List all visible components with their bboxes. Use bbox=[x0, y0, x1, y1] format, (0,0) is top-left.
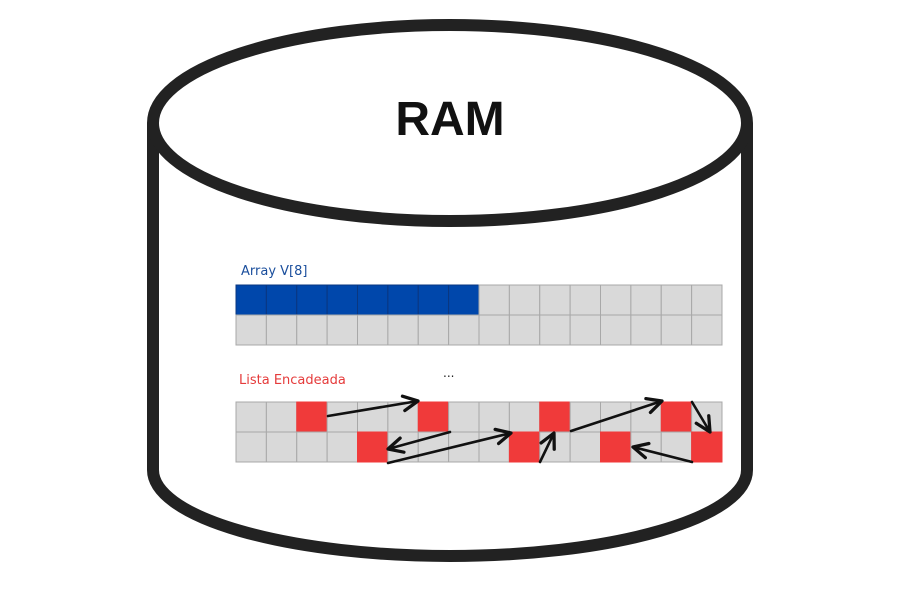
list-pointer-arrow bbox=[386, 427, 513, 465]
array-element-cell bbox=[357, 284, 389, 316]
memory-cell bbox=[569, 431, 601, 463]
memory-cell bbox=[660, 314, 693, 346]
memory-cell bbox=[448, 314, 480, 346]
memory-cell bbox=[569, 314, 601, 346]
memory-cell bbox=[387, 314, 419, 346]
array-element-cell bbox=[265, 284, 298, 316]
memory-cell bbox=[539, 314, 571, 346]
list-pointer-arrow bbox=[538, 431, 556, 464]
memory-cell bbox=[235, 314, 267, 346]
list-node-cell bbox=[660, 401, 693, 433]
array-element-cell bbox=[387, 284, 419, 316]
list-pointer-arrow bbox=[326, 394, 420, 418]
memory-cell bbox=[508, 314, 541, 346]
memory-cell bbox=[478, 401, 510, 433]
memory-cell bbox=[265, 401, 298, 433]
array-element-cell bbox=[417, 284, 450, 316]
memory-cell bbox=[235, 431, 267, 463]
memory-cell bbox=[691, 284, 723, 316]
memory-cell bbox=[508, 284, 541, 316]
list-node-cell bbox=[296, 401, 328, 433]
memory-cell bbox=[417, 314, 450, 346]
array-grid bbox=[235, 284, 723, 346]
memory-cell bbox=[326, 431, 358, 463]
memory-cell bbox=[600, 314, 632, 346]
memory-cell bbox=[600, 284, 632, 316]
memory-cell bbox=[478, 314, 510, 346]
array-element-cell bbox=[326, 284, 358, 316]
list-node-cell bbox=[357, 431, 389, 463]
memory-cell bbox=[539, 431, 571, 463]
memory-cell bbox=[630, 284, 662, 316]
list-node-cell bbox=[508, 431, 541, 463]
memory-cell bbox=[691, 314, 723, 346]
memory-cell bbox=[357, 314, 389, 346]
memory-cell bbox=[660, 431, 693, 463]
memory-cell bbox=[326, 314, 358, 346]
memory-cell bbox=[630, 314, 662, 346]
list-node-cell bbox=[600, 431, 632, 463]
list-node-cell bbox=[539, 401, 571, 433]
list-pointer-arrow bbox=[569, 397, 664, 433]
linked-list-grid bbox=[235, 401, 723, 463]
list-node-cell bbox=[691, 431, 723, 463]
array-element-cell bbox=[235, 284, 267, 316]
memory-cell bbox=[448, 401, 480, 433]
array-element-cell bbox=[296, 284, 328, 316]
memory-cell bbox=[539, 284, 571, 316]
ram-title: RAM bbox=[395, 93, 505, 146]
list-pointer-arrow bbox=[690, 400, 712, 434]
memory-cell bbox=[235, 401, 267, 433]
array-label: Array V[8] bbox=[241, 264, 308, 279]
cylinder-top bbox=[147, 19, 753, 227]
linked-list-arrows bbox=[326, 394, 712, 465]
list-pointer-arrow bbox=[631, 441, 694, 464]
memory-cell bbox=[660, 284, 693, 316]
memory-cell bbox=[569, 284, 601, 316]
memory-cell bbox=[296, 431, 328, 463]
list-pointer-arrow bbox=[386, 430, 452, 454]
array-element-cell bbox=[448, 284, 480, 316]
memory-cell bbox=[508, 401, 541, 433]
memory-cell bbox=[265, 431, 298, 463]
memory-cell bbox=[478, 284, 510, 316]
memory-cell bbox=[326, 401, 358, 433]
memory-cell bbox=[296, 314, 328, 346]
linked-list-label: Lista Encadeada bbox=[239, 373, 346, 388]
list-node-cell bbox=[417, 401, 450, 433]
ellipsis-text: ... bbox=[443, 366, 455, 380]
memory-cell bbox=[265, 314, 298, 346]
